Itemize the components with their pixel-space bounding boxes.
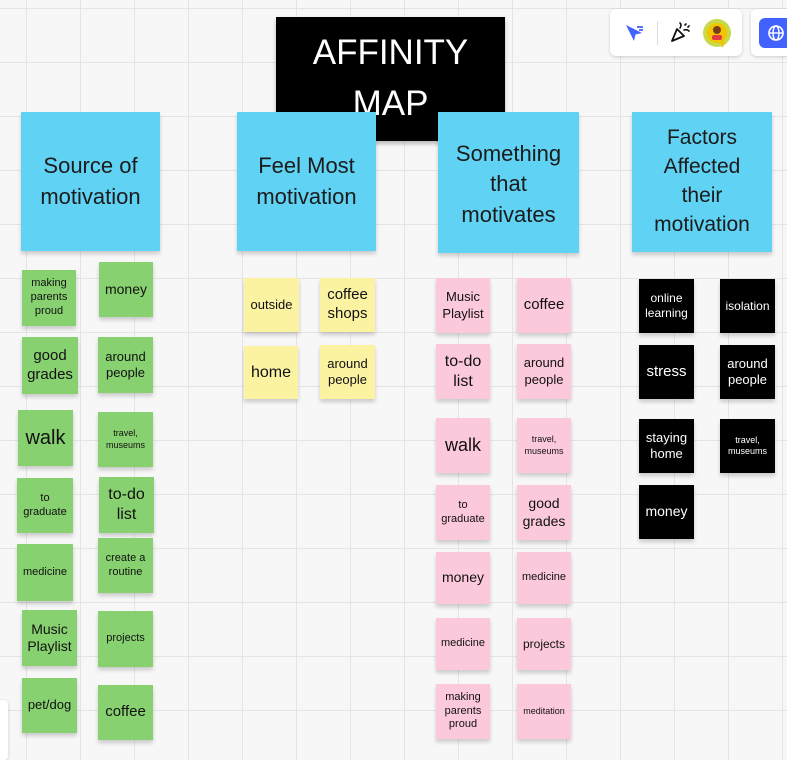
sticky-note-pink[interactable]: travel, museums xyxy=(517,418,571,473)
sticky-note-pink[interactable]: making parents proud xyxy=(436,684,490,739)
sticky-note-yellow[interactable]: outside xyxy=(244,278,299,332)
sticky-note-pink[interactable]: to graduate xyxy=(436,485,490,540)
header-line: Source of xyxy=(43,153,138,179)
sticky-note-pink[interactable]: walk xyxy=(436,418,490,473)
sticky-note-green[interactable]: projects xyxy=(98,611,153,667)
share-panel xyxy=(751,9,787,56)
sticky-note-green[interactable]: pet/dog xyxy=(22,678,77,733)
column-header-factors-affected-motivation[interactable]: Factors Affected their motivation xyxy=(632,112,772,252)
sticky-note-pink[interactable]: medicine xyxy=(517,552,571,604)
sticky-note-green[interactable]: to-do list xyxy=(99,477,154,533)
board-title-line-1: AFFINITY xyxy=(312,33,469,73)
sticky-note-pink[interactable]: good grades xyxy=(517,485,571,540)
sticky-note-black[interactable]: travel, museums xyxy=(720,419,775,473)
top-right-toolbar xyxy=(610,9,742,56)
header-line: motivates xyxy=(461,201,556,227)
header-line: their xyxy=(681,184,723,207)
sticky-note-black[interactable]: online learning xyxy=(639,279,694,333)
sticky-note-yellow[interactable]: around people xyxy=(320,345,375,399)
sticky-note-green[interactable]: Music Playlist xyxy=(22,610,77,666)
sticky-note-green[interactable]: to graduate xyxy=(17,478,73,533)
column-header-source-of-motivation[interactable]: Source of motivation xyxy=(21,112,160,251)
header-line: motivation xyxy=(256,183,357,209)
sticky-note-pink[interactable]: meditation xyxy=(517,684,571,739)
sticky-note-pink[interactable]: projects xyxy=(517,618,571,670)
user-avatar[interactable] xyxy=(702,17,732,49)
header-line: motivation xyxy=(654,212,750,236)
sticky-note-pink[interactable]: to-do list xyxy=(436,344,490,399)
sticky-note-green[interactable]: medicine xyxy=(17,544,73,601)
sticky-note-green[interactable]: money xyxy=(99,262,153,317)
column-header-feel-most-motivation[interactable]: Feel Most motivation xyxy=(237,112,376,251)
sticky-note-pink[interactable]: Music Playlist xyxy=(436,278,490,333)
header-line: motivation xyxy=(40,183,141,209)
sticky-note-pink[interactable]: around people xyxy=(517,344,571,399)
sticky-note-green[interactable]: travel, museums xyxy=(98,412,153,467)
sticky-note-yellow[interactable]: home xyxy=(244,346,298,399)
header-line: Something xyxy=(455,140,562,166)
sticky-note-black[interactable]: staying home xyxy=(639,419,694,473)
sticky-note-black[interactable]: stress xyxy=(639,345,694,399)
party-popper-icon[interactable] xyxy=(665,17,694,49)
corner-panel xyxy=(0,700,8,760)
sticky-note-green[interactable]: create a routine xyxy=(98,538,153,593)
sticky-note-pink[interactable]: money xyxy=(436,552,490,604)
sticky-note-green[interactable]: walk xyxy=(18,410,73,466)
header-line: Affected xyxy=(663,155,741,179)
sticky-note-black[interactable]: around people xyxy=(720,345,775,399)
sticky-note-pink[interactable]: coffee xyxy=(517,278,571,333)
sticky-note-green[interactable]: around people xyxy=(98,337,153,393)
header-line: that xyxy=(490,171,527,197)
sticky-note-green[interactable]: coffee xyxy=(98,685,153,740)
select-arrow-icon[interactable] xyxy=(620,17,649,49)
globe-icon[interactable] xyxy=(759,18,787,48)
column-header-something-that-motivates[interactable]: Something that motivates xyxy=(438,112,579,253)
header-line: Feel Most xyxy=(258,153,355,179)
sticky-note-green[interactable]: good grades xyxy=(22,337,78,394)
sticky-note-black[interactable]: money xyxy=(639,485,694,539)
sticky-note-black[interactable]: isolation xyxy=(720,279,775,333)
sticky-note-green[interactable]: making parents proud xyxy=(22,270,76,326)
sticky-note-yellow[interactable]: coffee shops xyxy=(320,278,375,332)
toolbar-divider xyxy=(656,20,658,45)
header-line: Factors xyxy=(666,126,737,150)
sticky-note-pink[interactable]: medicine xyxy=(436,618,490,670)
